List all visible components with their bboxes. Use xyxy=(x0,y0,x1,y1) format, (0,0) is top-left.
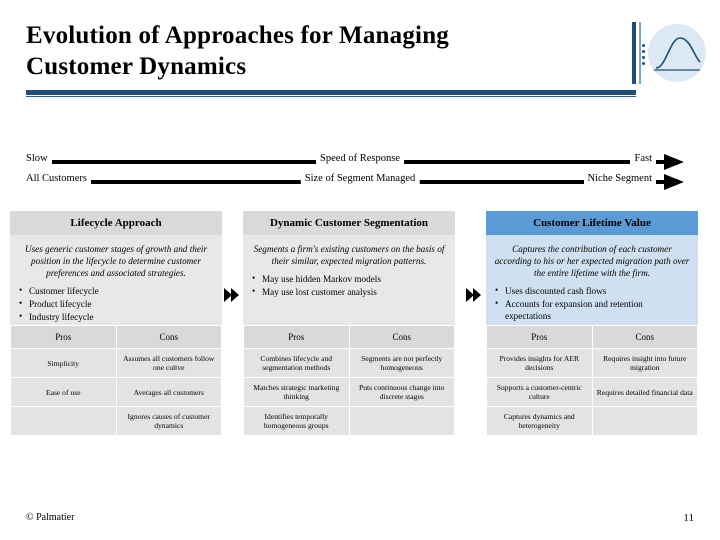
arrow-head-icon xyxy=(664,174,684,190)
approach-column-lifecycle: Lifecycle Approach Uses generic customer… xyxy=(10,211,222,330)
pros-header: Pros xyxy=(10,325,117,349)
logo-bar-secondary-icon xyxy=(639,22,641,84)
pro-cell: Supports a customer-centric culture xyxy=(486,377,593,407)
pros-cons-table-clv: Pros Cons Provides insights for AER deci… xyxy=(486,325,698,436)
con-cell: Requires insight into future migration xyxy=(591,348,698,378)
list-item: Product lifecycle xyxy=(18,297,214,310)
column-bullets: May use hidden Markov models May use los… xyxy=(251,272,447,298)
column-header: Lifecycle Approach xyxy=(10,211,222,235)
list-item: Uses discounted cash flows xyxy=(494,284,690,297)
approach-column-segmentation: Dynamic Customer Segmentation Segments a… xyxy=(243,211,455,327)
table-row: Combines lifecycle and segmentation meth… xyxy=(243,348,455,378)
footer-copyright: © Palmatier xyxy=(26,512,75,523)
column-bullets: Customer lifecycle Product lifecycle Ind… xyxy=(18,284,214,323)
pro-cell: Simplicity xyxy=(10,348,117,378)
pro-cell: Identifies temporally homogeneous groups xyxy=(243,406,350,436)
column-body: Captures the contribution of each custom… xyxy=(486,235,698,329)
con-cell: Assumes all customers follow one cultve xyxy=(115,348,222,378)
con-cell: Puts continuous change into discrete sta… xyxy=(348,377,455,407)
con-cell xyxy=(348,406,455,436)
con-cell: Requires detailed financial data xyxy=(591,377,698,407)
logo-dots-icon xyxy=(642,44,647,66)
title-divider xyxy=(26,90,636,95)
table-row: Ignores causes of customer dynamics xyxy=(10,406,222,436)
pro-cell: Provides insights for AER decisions xyxy=(486,348,593,378)
arrow-head-icon xyxy=(664,154,684,170)
con-cell: Averages all customers xyxy=(115,377,222,407)
list-item: May use lost customer analysis xyxy=(251,285,447,298)
table-header-row: Pros Cons xyxy=(10,325,222,349)
logo-circle-icon xyxy=(648,24,706,82)
brand-logo xyxy=(622,18,708,86)
pro-cell: Ease of use xyxy=(10,377,117,407)
pros-header: Pros xyxy=(243,325,350,349)
title-divider-secondary xyxy=(26,96,636,97)
con-cell: Ignores causes of customer dynamics xyxy=(115,406,222,436)
column-body: Uses generic customer stages of growth a… xyxy=(10,235,222,330)
cons-header: Cons xyxy=(348,325,455,349)
axis-size-of-segment: All Customers Size of Segment Managed Ni… xyxy=(22,168,698,198)
pro-cell: Captures dynamics and heterogeneity xyxy=(486,406,593,436)
axis-right-label: Fast xyxy=(630,153,656,164)
page-title-line-1: Evolution of Approaches for Managing xyxy=(26,22,449,49)
cons-header: Cons xyxy=(115,325,222,349)
column-intro: Uses generic customer stages of growth a… xyxy=(24,244,208,278)
list-item: Customer lifecycle xyxy=(18,284,214,297)
pro-cell xyxy=(10,406,117,436)
page-title-line-2: Customer Dynamics xyxy=(26,53,247,80)
column-header: Customer Lifetime Value xyxy=(486,211,698,235)
list-item: Industry lifecycle xyxy=(18,310,214,323)
pros-cons-table-segmentation: Pros Cons Combines lifecycle and segment… xyxy=(243,325,455,436)
list-item: May use hidden Markov models xyxy=(251,272,447,285)
progression-arrow-icon xyxy=(224,288,242,302)
table-row: Supports a customer-centric culture Requ… xyxy=(486,377,698,407)
footer-page-number: 11 xyxy=(683,512,694,524)
axis-right-label: Niche Segment xyxy=(583,173,656,184)
table-header-row: Pros Cons xyxy=(243,325,455,349)
column-intro: Captures the contribution of each custom… xyxy=(494,244,690,278)
logo-curve-icon xyxy=(654,37,701,71)
axis-center-label: Size of Segment Managed xyxy=(300,173,420,184)
progression-arrow-icon xyxy=(466,288,484,302)
table-row: Simplicity Assumes all customers follow … xyxy=(10,348,222,378)
approach-column-clv: Customer Lifetime Value Captures the con… xyxy=(486,211,698,329)
pro-cell: Matches strategic marketing thinking xyxy=(243,377,350,407)
table-row: Matches strategic marketing thinking Put… xyxy=(243,377,455,407)
axis-center-label: Speed of Response xyxy=(316,153,404,164)
page-title: Evolution of Approaches for Managing Cus… xyxy=(26,20,586,82)
axis-left-label: Slow xyxy=(22,153,52,164)
pros-cons-table-lifecycle: Pros Cons Simplicity Assumes all custome… xyxy=(10,325,222,436)
axis-speed-of-response: Slow Speed of Response Fast xyxy=(22,148,698,178)
column-bullets: Uses discounted cash flows Accounts for … xyxy=(494,284,690,322)
table-header-row: Pros Cons xyxy=(486,325,698,349)
pro-cell: Combines lifecycle and segmentation meth… xyxy=(243,348,350,378)
pros-header: Pros xyxy=(486,325,593,349)
cons-header: Cons xyxy=(591,325,698,349)
con-cell: Segments are not perfectly homogeneous xyxy=(348,348,455,378)
axis-left-label: All Customers xyxy=(22,173,91,184)
list-item: Accounts for expansion and retention exp… xyxy=(494,297,690,322)
table-row: Ease of use Averages all customers xyxy=(10,377,222,407)
column-body: Segments a firm's existing customers on … xyxy=(243,235,455,327)
column-intro: Segments a firm's existing customers on … xyxy=(253,244,445,266)
table-row: Captures dynamics and heterogeneity xyxy=(486,406,698,436)
con-cell xyxy=(591,406,698,436)
column-header: Dynamic Customer Segmentation xyxy=(243,211,455,235)
table-row: Provides insights for AER decisions Requ… xyxy=(486,348,698,378)
logo-bar-icon xyxy=(632,22,636,84)
table-row: Identifies temporally homogeneous groups xyxy=(243,406,455,436)
